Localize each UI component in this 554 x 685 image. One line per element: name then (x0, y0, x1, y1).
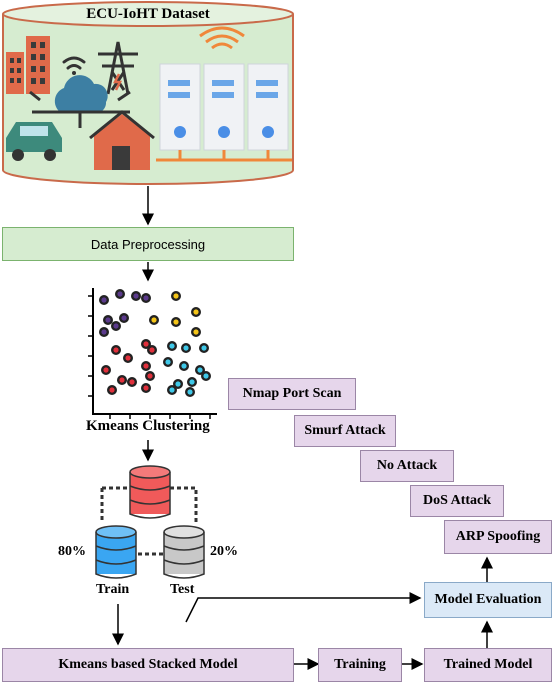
train-cylinder-icon (95, 525, 137, 579)
attack-nmap-label: Nmap Port Scan (242, 386, 342, 401)
house-icon (89, 110, 155, 170)
cluster-point-fill (187, 389, 193, 395)
cluster-point-fill (169, 387, 175, 393)
train-label: Train (96, 582, 130, 597)
car-icon (6, 122, 62, 161)
cloud-icon (29, 75, 131, 128)
preprocessing-box: Data Preprocessing (2, 227, 294, 261)
cluster-point-fill (121, 315, 127, 321)
cluster-point-fill (181, 363, 187, 369)
attack-smurf: Smurf Attack (294, 415, 396, 447)
cluster-point-fill (169, 343, 175, 349)
cluster-point-fill (173, 319, 179, 325)
cluster-point-fill (149, 347, 155, 353)
cluster-point-fill (101, 329, 107, 335)
wifi-icon (62, 56, 86, 75)
buildings-icon (6, 36, 50, 94)
cluster-point-fill (147, 373, 153, 379)
evaluation-box: Model Evaluation (424, 582, 552, 618)
cluster-point-fill (197, 367, 203, 373)
clustering-plot (88, 288, 217, 419)
cluster-point-fill (193, 329, 199, 335)
test-percent: 20% (210, 544, 238, 559)
attack-nmap: Nmap Port Scan (228, 378, 356, 410)
attack-none-label: No Attack (376, 458, 438, 473)
stacked-model-label: Kmeans based Stacked Model (58, 657, 238, 672)
cluster-point-fill (117, 291, 123, 297)
cluster-point-fill (109, 387, 115, 393)
cluster-point-fill (143, 385, 149, 391)
cluster-point-fill (183, 345, 189, 351)
cluster-point-fill (201, 345, 207, 351)
cluster-point-fill (175, 381, 181, 387)
full-data-cylinder-icon (129, 465, 171, 519)
cluster-point-fill (151, 317, 157, 323)
evaluation-label: Model Evaluation (434, 592, 542, 607)
cluster-point-fill (113, 323, 119, 329)
train-percent: 80% (58, 544, 86, 559)
test-label: Test (170, 582, 195, 597)
cluster-point-fill (101, 297, 107, 303)
attack-dos: DoS Attack (410, 485, 504, 517)
cluster-point-fill (189, 379, 195, 385)
cluster-point-fill (103, 367, 109, 373)
training-label: Training (334, 657, 386, 672)
flow-arrows (112, 186, 493, 670)
attack-none: No Attack (360, 450, 454, 482)
preprocessing-label: Data Preprocessing (90, 236, 206, 252)
clustering-label: Kmeans Clustering (86, 418, 210, 434)
trained-model-label: Trained Model (443, 657, 533, 672)
cluster-point-fill (143, 363, 149, 369)
cluster-point-fill (133, 293, 139, 299)
training-box: Training (318, 648, 402, 682)
server-rack-icon (156, 26, 292, 162)
attack-smurf-label: Smurf Attack (304, 423, 386, 438)
cluster-point-fill (119, 377, 125, 383)
dataset-title: ECU-IoHT Dataset (86, 6, 210, 22)
power-tower-icon (98, 41, 138, 95)
cluster-point-fill (113, 347, 119, 353)
test-cylinder-icon (163, 525, 205, 579)
cluster-point-fill (203, 373, 209, 379)
cluster-point-fill (143, 341, 149, 347)
cluster-point-fill (165, 359, 171, 365)
cluster-point-fill (105, 317, 111, 323)
cluster-point-fill (193, 309, 199, 315)
attack-arp-label: ARP Spoofing (455, 529, 541, 544)
attack-dos-label: DoS Attack (422, 493, 492, 508)
stacked-model-box: Kmeans based Stacked Model (2, 648, 294, 682)
attack-arp: ARP Spoofing (444, 520, 552, 554)
dataset-split (100, 486, 198, 556)
trained-model-box: Trained Model (424, 648, 552, 682)
cluster-point-fill (173, 293, 179, 299)
cluster-point-fill (143, 295, 149, 301)
cluster-point-fill (125, 355, 131, 361)
cluster-point-fill (129, 379, 135, 385)
